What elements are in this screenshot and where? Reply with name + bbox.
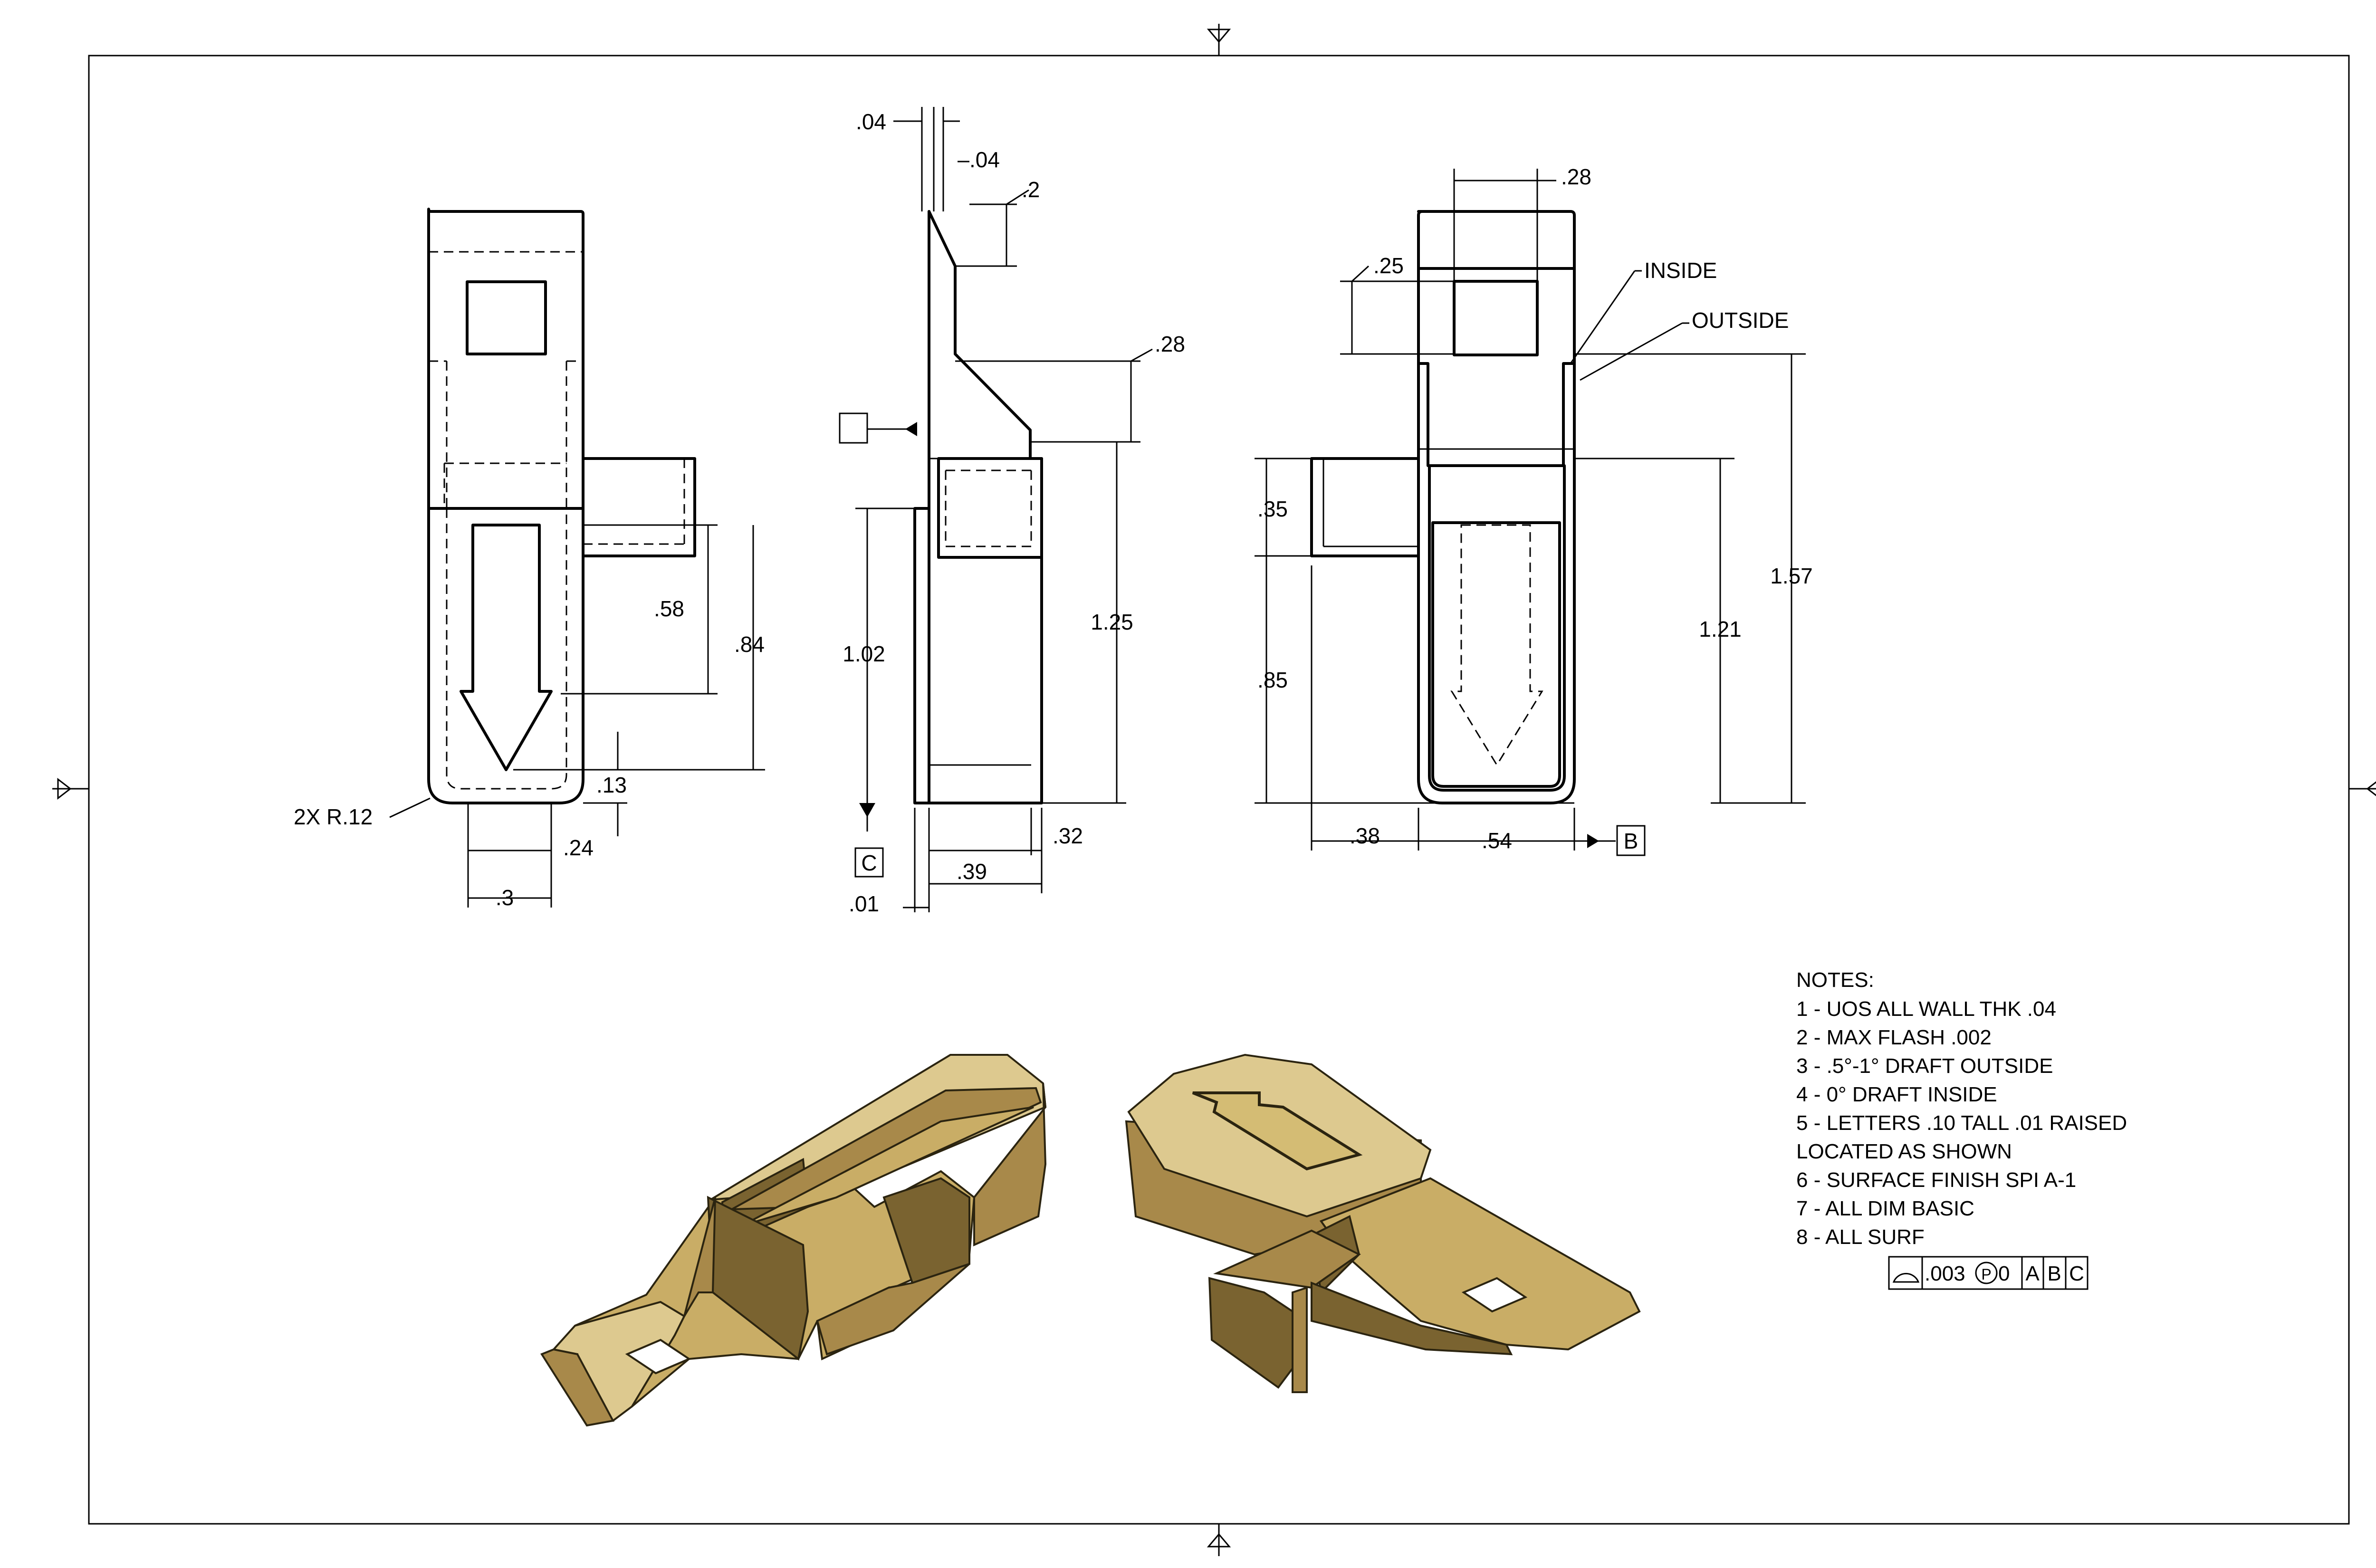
centering-marks: [52, 24, 2376, 1556]
note-5-cont: LOCATED AS SHOWN: [1796, 1140, 2012, 1163]
feature-control-frame: .003 P 0 A B C: [1888, 1256, 2089, 1290]
front-view: .58 .84 .13 .24 .3 2X R.12: [294, 208, 765, 910]
fcf-datum-a: A: [2025, 1262, 2040, 1285]
dim-024: .24: [563, 835, 594, 860]
dim-013: .13: [596, 773, 627, 797]
fcf-modifier: P: [1981, 1266, 1991, 1283]
dim-035: .35: [1257, 497, 1288, 521]
side-view: A C .04 .04 .2 .28 1.02 1.25 .32 .39 .01: [839, 107, 1185, 916]
notes-block: NOTES: 1 - UOS ALL WALL THK .04 2 - MAX …: [1796, 968, 2127, 1290]
dim-038: .38: [1350, 823, 1380, 848]
dim-054: .54: [1482, 828, 1512, 853]
projected-zone-icon: [1975, 1262, 1998, 1284]
dim-121: 1.21: [1699, 617, 1742, 641]
note-6: 6 - SURFACE FINISH SPI A-1: [1796, 1168, 2076, 1192]
dim-157: 1.57: [1770, 564, 1813, 588]
note-3: 3 - .5°-1° DRAFT OUTSIDE: [1796, 1054, 2053, 1078]
iso-view-bottom: [1125, 1053, 1641, 1393]
note-8: 8 - ALL SURF: [1796, 1225, 1925, 1249]
dim-039: .39: [957, 859, 987, 884]
dim-032: .32: [1053, 823, 1083, 848]
note-2: 2 - MAX FLASH .002: [1796, 1026, 1992, 1049]
iso-view-top: [540, 1054, 1047, 1427]
datum-b-label: B: [1624, 829, 1638, 853]
dim-058: .58: [654, 596, 684, 621]
note-5: 5 - LETTERS .10 TALL .01 RAISED: [1796, 1111, 2127, 1135]
back-view: B INSIDE OUTSIDE .28 .25 .35 .85 1.21 1.…: [1255, 164, 1813, 856]
dim-025: .25: [1373, 253, 1404, 278]
dim-004-left: .04: [856, 109, 886, 134]
dim-028: .28: [1155, 332, 1185, 356]
surface-profile-icon: [1892, 1272, 1920, 1283]
dim-125: 1.25: [1091, 610, 1133, 634]
radius-callout: 2X R.12: [294, 804, 373, 829]
fcf-datum-c: C: [2069, 1262, 2084, 1285]
dim-028-back: .28: [1561, 164, 1591, 189]
note-1: 1 - UOS ALL WALL THK .04: [1796, 997, 2056, 1021]
dim-085: .85: [1257, 668, 1288, 692]
outside-label: OUTSIDE: [1692, 308, 1789, 333]
notes-title: NOTES:: [1796, 968, 1874, 992]
dim-001: .01: [849, 891, 879, 916]
datum-c-label: C: [861, 851, 877, 875]
dim-102: 1.02: [843, 641, 885, 666]
dim-004-right: .04: [969, 147, 1000, 172]
fcf-tolerance: .003: [1925, 1262, 1965, 1285]
note-7: 7 - ALL DIM BASIC: [1796, 1197, 1974, 1220]
note-4: 4 - 0° DRAFT INSIDE: [1796, 1083, 1997, 1106]
fcf-modifier-value: 0: [1998, 1262, 2010, 1285]
dim-02: .2: [1022, 177, 1040, 202]
dim-03: .3: [496, 885, 514, 910]
dim-084: .84: [734, 632, 765, 657]
inside-label: INSIDE: [1644, 258, 1717, 283]
fcf-datum-b: B: [2047, 1262, 2061, 1285]
